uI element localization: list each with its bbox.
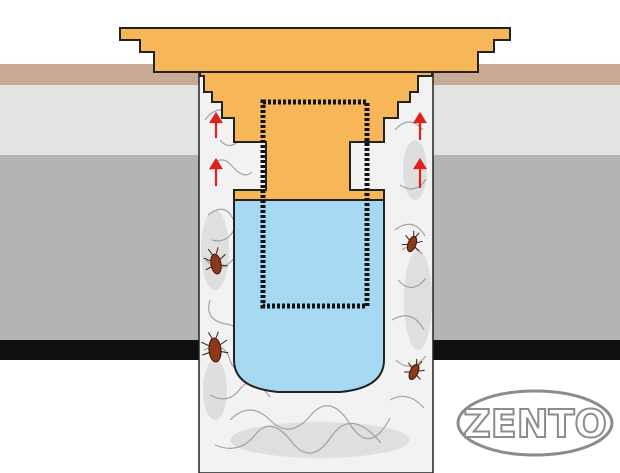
cockroaches bbox=[201, 230, 425, 380]
inner-trap-outline bbox=[260, 99, 370, 309]
water-trap bbox=[233, 199, 385, 393]
logo-ring bbox=[456, 389, 614, 457]
cockroach-icon bbox=[402, 230, 423, 253]
drain-grate-top bbox=[119, 27, 511, 73]
cockroach-icon bbox=[203, 247, 228, 275]
up-arrow-icon bbox=[209, 157, 223, 186]
up-arrow-icon bbox=[413, 111, 427, 140]
zento-logo: ZENTO bbox=[456, 389, 614, 457]
logo-text: ZENTO bbox=[463, 402, 607, 446]
up-arrow-icon bbox=[413, 157, 427, 188]
cockroach-icon bbox=[201, 331, 229, 363]
smoke-shading bbox=[201, 140, 432, 458]
cockroach-icon bbox=[404, 358, 425, 380]
up-arrow-icon bbox=[209, 111, 223, 138]
up-arrows bbox=[209, 111, 427, 188]
